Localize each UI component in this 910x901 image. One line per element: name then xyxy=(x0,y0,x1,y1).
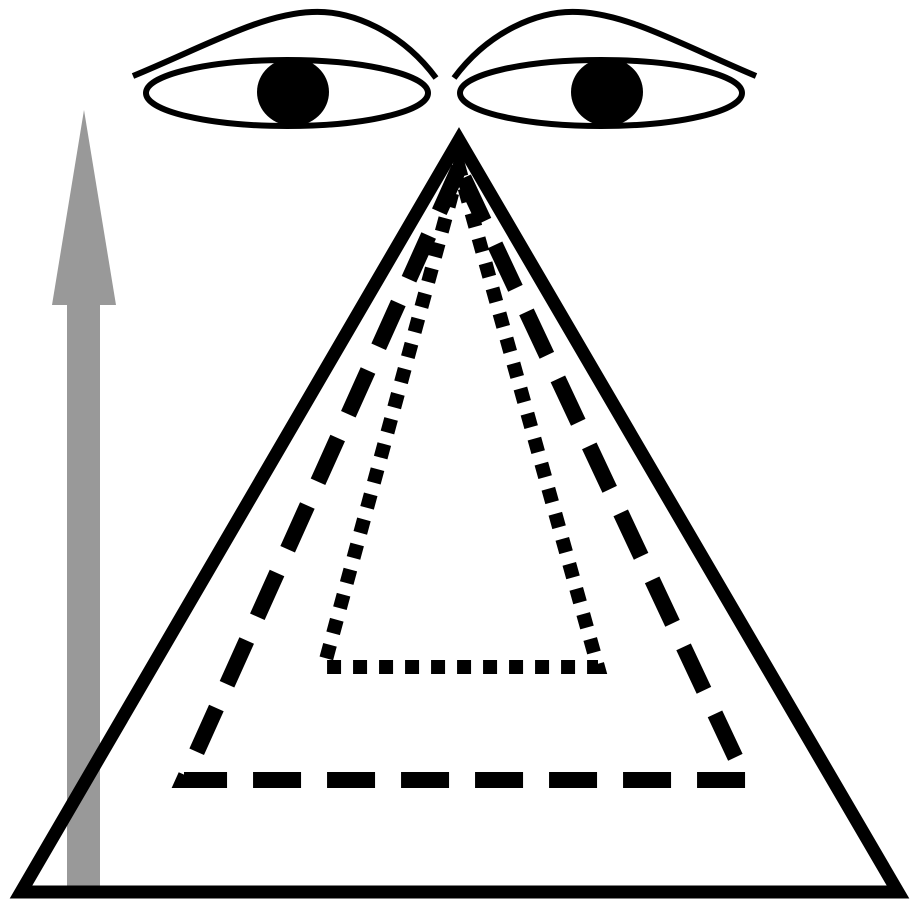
left-pupil xyxy=(257,58,329,126)
right-pupil xyxy=(571,58,643,126)
